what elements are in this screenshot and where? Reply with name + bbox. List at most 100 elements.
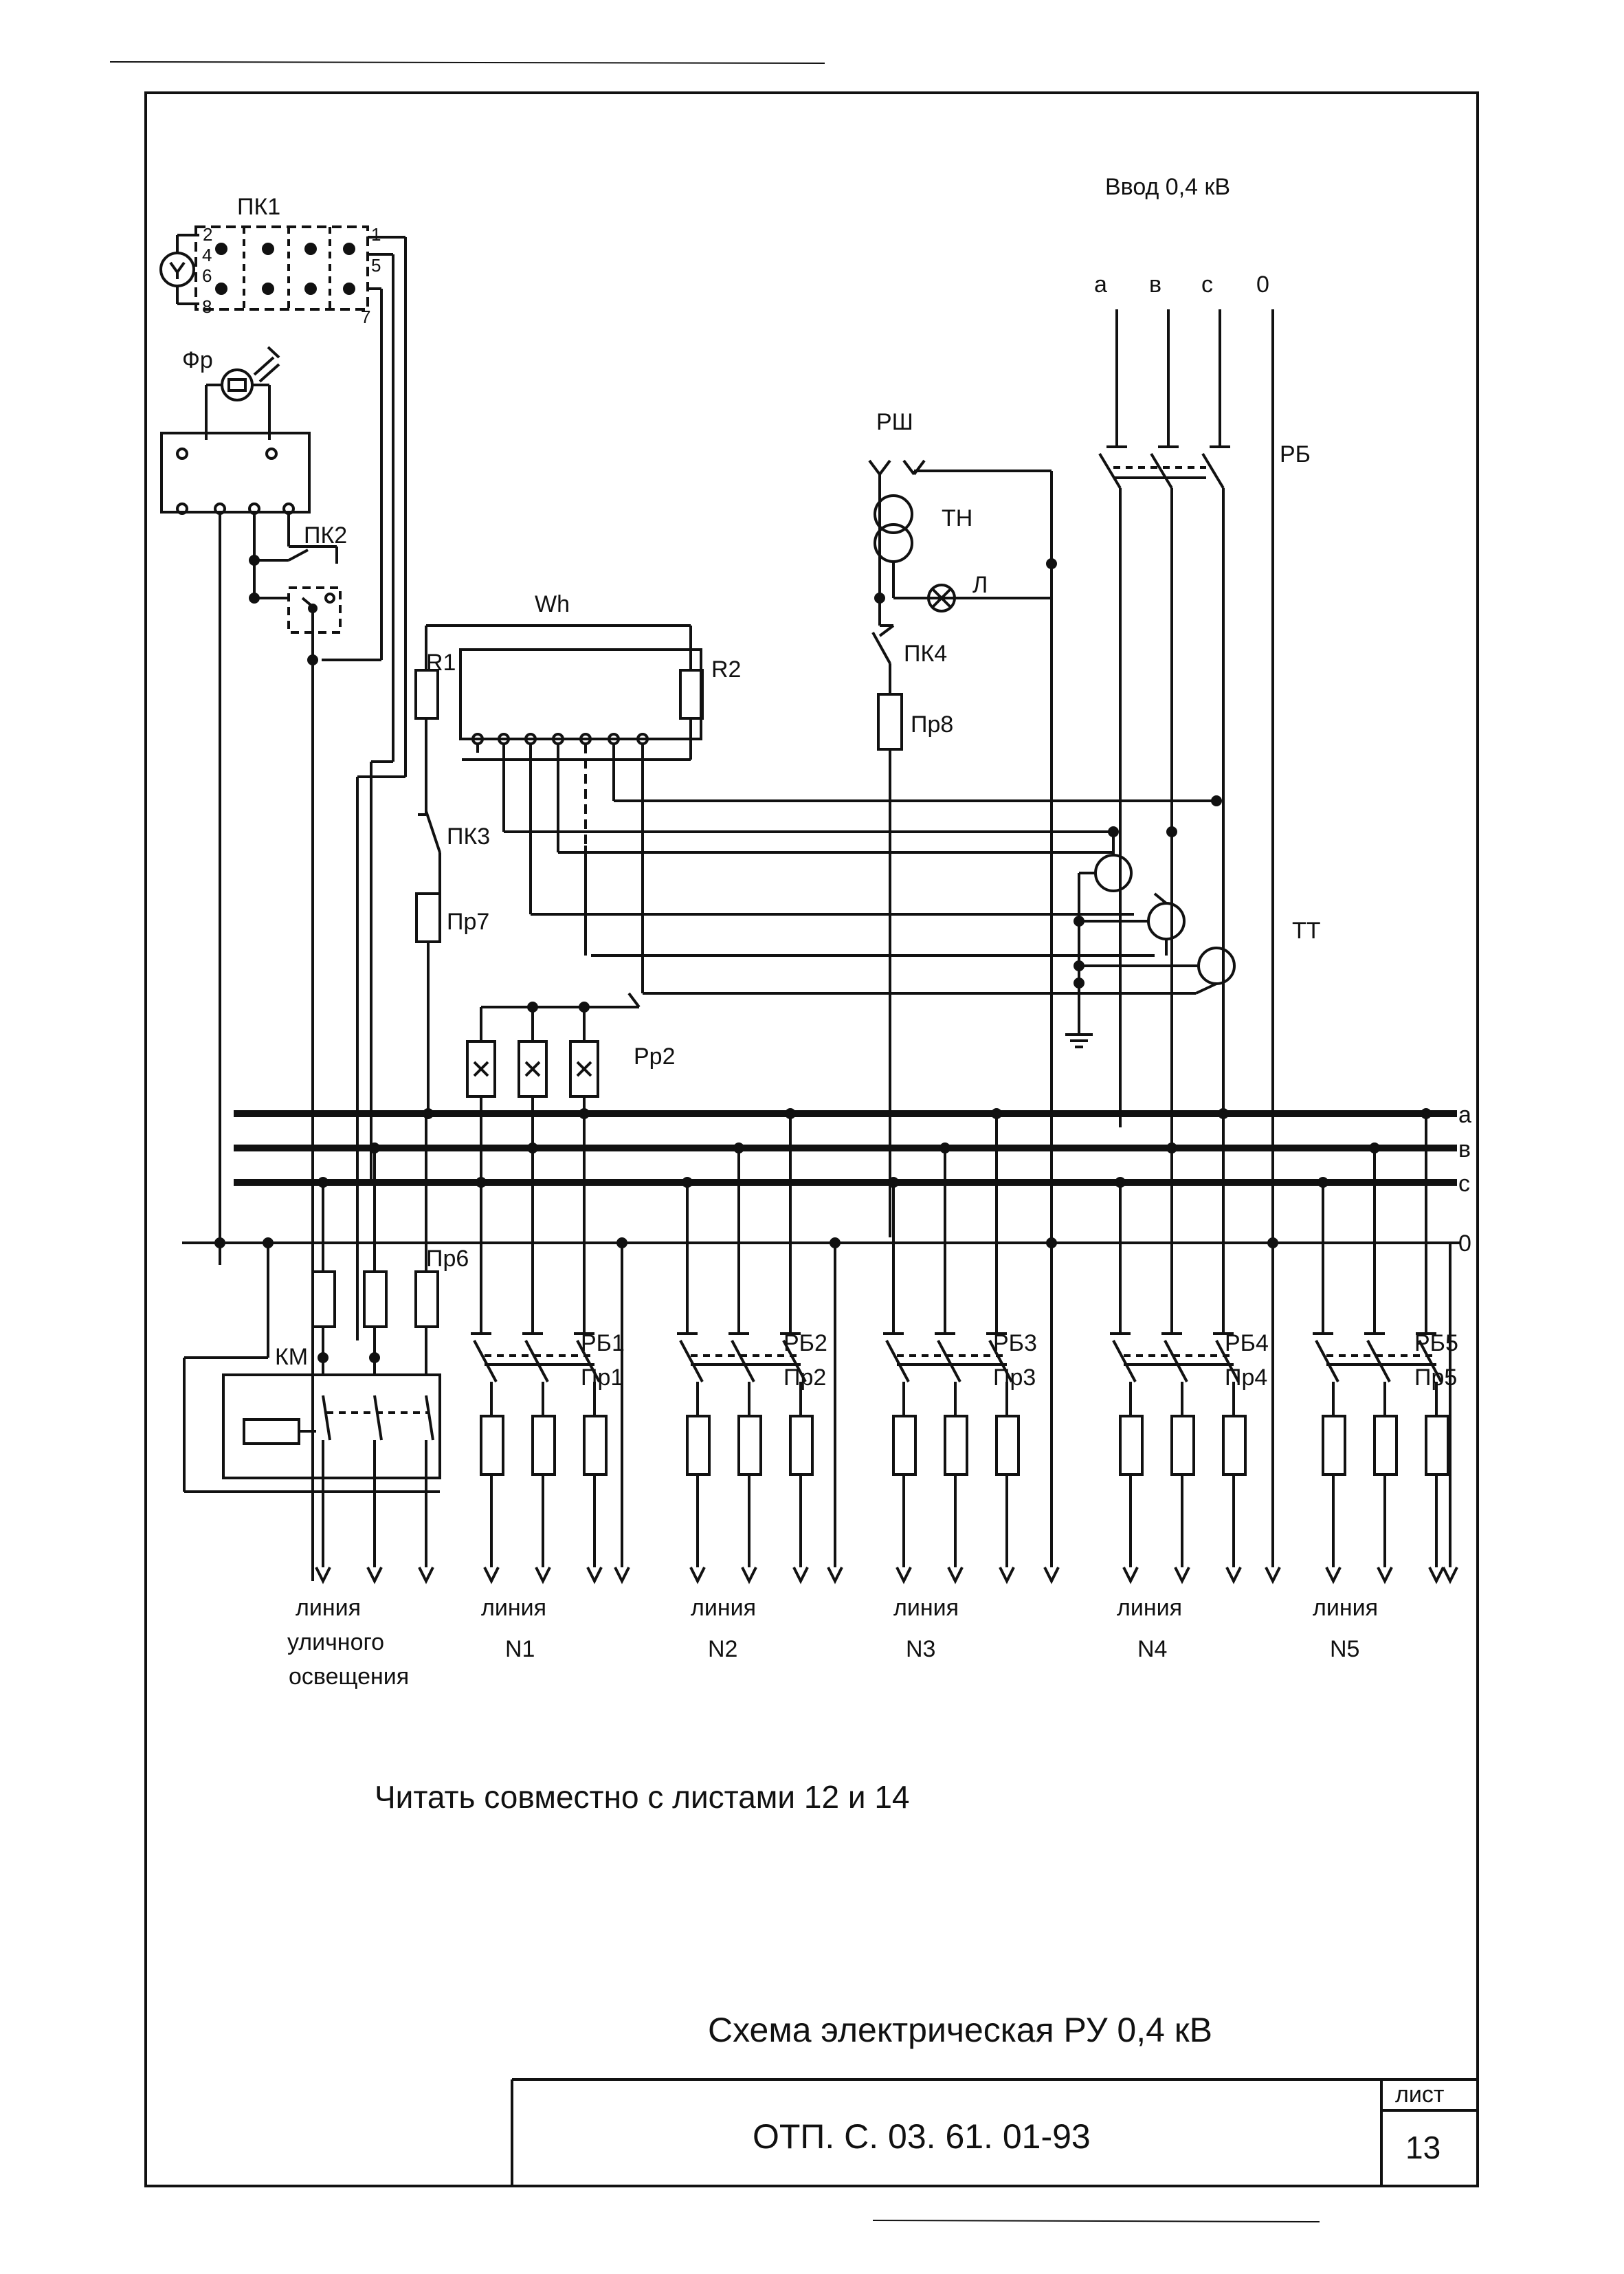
feeder-1-blade <box>473 1340 498 1382</box>
label-r1: R1 <box>426 650 456 676</box>
feeder-5-arrow <box>1428 1567 1445 1585</box>
feeder-2-arrow <box>741 1567 757 1585</box>
drawing-title: Схема электрическая РУ 0,4 кВ <box>708 2011 1212 2049</box>
pk1-voltmeter <box>159 234 199 305</box>
photo-relay-unit <box>160 432 311 515</box>
feeder-3-arrow <box>947 1567 964 1585</box>
label-phase-b: в <box>1149 272 1161 298</box>
line-caption-street-2: уличного <box>287 1629 384 1655</box>
neutral-outgoings <box>614 1031 1458 1585</box>
meter-block <box>414 624 1216 1114</box>
feeder-2-blade <box>782 1340 807 1382</box>
feeder-4-arrow <box>1225 1567 1242 1585</box>
contactor-km-coil <box>243 1418 300 1445</box>
label-pr5: Пр5 <box>1414 1365 1457 1391</box>
feeder-2-arrow <box>792 1567 809 1585</box>
sheet-number: 13 <box>1405 2130 1441 2165</box>
feeder-5-blade <box>1366 1340 1391 1382</box>
feeder-3-junction <box>991 1108 1002 1119</box>
labels: ПК1 2 4 6 8 1 5 7 Фр ПК2 Wh R1 R2 ПК3 Пр… <box>182 174 1471 1391</box>
outgoing-feeders <box>471 1108 1449 1585</box>
label-r2: R2 <box>711 656 741 683</box>
current-transformers <box>1065 826 1236 1048</box>
feeder-1-fuse <box>531 1415 556 1476</box>
line-caption-street-1: линия <box>296 1595 361 1621</box>
label-fr: Фр <box>182 347 213 373</box>
feeder-2-junction <box>682 1177 693 1188</box>
line-caption-n1-2: N1 <box>505 1636 535 1662</box>
relay-coils <box>466 992 641 1334</box>
label-pr6: Пр6 <box>426 1246 469 1272</box>
feeder-1-arrow <box>483 1567 500 1585</box>
label-pk1: ПК1 <box>237 194 280 220</box>
feeder-5-blade <box>1418 1340 1443 1382</box>
feeder-2-blade <box>679 1340 704 1382</box>
feeder-1-fuse <box>480 1415 504 1476</box>
label-bus-c: с <box>1458 1171 1470 1197</box>
label-rb4: РБ4 <box>1225 1330 1269 1356</box>
photo-relay <box>205 346 280 440</box>
feeder-5-junction <box>1317 1177 1328 1188</box>
feeder-4-junction <box>1218 1108 1229 1119</box>
label-pr8: Пр8 <box>911 711 953 738</box>
feeder-1-junction <box>527 1142 538 1153</box>
label-pk3: ПК3 <box>447 824 490 850</box>
label-rb3: РБ3 <box>993 1330 1037 1356</box>
pk1-switch <box>194 225 369 311</box>
feeder-4-blade <box>1164 1340 1188 1382</box>
fuse-pr7 <box>415 892 441 943</box>
line-caption-street-3: освещения <box>289 1664 409 1690</box>
feeder-5-arrow <box>1325 1567 1342 1585</box>
feeder-3-blade <box>988 1340 1013 1382</box>
label-input: Ввод 0,4 кВ <box>1105 174 1230 200</box>
feeder-4-fuse <box>1170 1415 1195 1476</box>
label-pk2: ПК2 <box>304 522 347 549</box>
line-caption-n5-2: N5 <box>1330 1636 1359 1662</box>
label-pr2-relay: Рр2 <box>634 1044 676 1070</box>
label-lamp: Л <box>972 572 988 598</box>
label-pk4: ПК4 <box>904 641 947 667</box>
line-caption-n4-2: N4 <box>1137 1636 1167 1662</box>
feeder-2-fuse <box>789 1415 814 1476</box>
busbars <box>182 1110 1460 1244</box>
sheet-label: лист <box>1395 2082 1444 2108</box>
label-bus-b: в <box>1458 1136 1471 1162</box>
feeder-5-blade <box>1315 1340 1339 1382</box>
tn-coil-top <box>874 494 913 534</box>
feeder-3-junction <box>939 1142 950 1153</box>
line-caption-n5-1: линия <box>1313 1595 1378 1621</box>
label-rb1: РБ1 <box>581 1330 625 1356</box>
signal-lamp <box>927 584 956 612</box>
label-phase-a: а <box>1094 272 1107 298</box>
feeder-4-fuse <box>1222 1415 1247 1476</box>
label-phase-c: с <box>1201 272 1213 298</box>
feeder-3-arrow <box>999 1567 1015 1585</box>
feeder-4-blade <box>1112 1340 1137 1382</box>
feeder-4-blade <box>1215 1340 1240 1382</box>
feeder-1-blade <box>524 1340 549 1382</box>
feeder-3-fuse <box>944 1415 968 1476</box>
label-rsh: РШ <box>876 409 913 435</box>
pk1-pin-5: 5 <box>371 255 381 276</box>
feeder-5-fuse <box>1373 1415 1398 1476</box>
feeder-4-fuse <box>1119 1415 1144 1476</box>
line-caption-n3-2: N3 <box>906 1636 935 1662</box>
reading-note: Читать совместно с листами 12 и 14 <box>375 1779 910 1815</box>
feeder-2-fuse <box>686 1415 711 1476</box>
feeder-4-arrow <box>1174 1567 1190 1585</box>
line-captions: линия уличного освещения линия N1 линия … <box>287 1595 1378 1690</box>
pk1-pin-4: 4 <box>202 245 212 265</box>
feeder-4-junction <box>1166 1142 1177 1153</box>
line-caption-n3-1: линия <box>893 1595 959 1621</box>
pk2-switch <box>253 545 342 634</box>
input-disconnector <box>1098 309 1274 1567</box>
feeder-1-arrow <box>535 1567 551 1585</box>
resistor-r2 <box>679 669 704 720</box>
label-pr4: Пр4 <box>1225 1365 1267 1391</box>
feeder-5-fuse <box>1322 1415 1346 1476</box>
voltage-transformer-branch <box>868 459 1057 1237</box>
pk1-pin-8: 8 <box>202 296 212 317</box>
feeder-1-fuse <box>583 1415 608 1476</box>
label-tt: ТТ <box>1292 918 1321 944</box>
line-caption-n4-1: линия <box>1117 1595 1182 1621</box>
